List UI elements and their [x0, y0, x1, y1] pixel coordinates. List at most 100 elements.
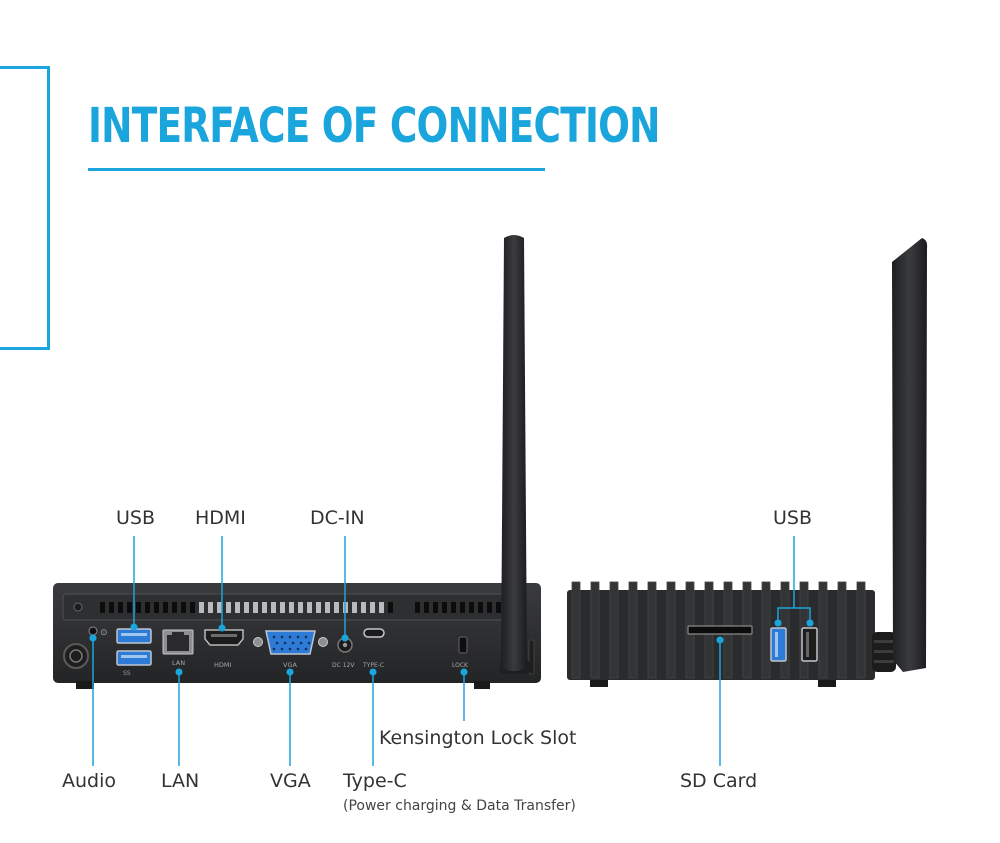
vent-slot [433, 602, 438, 613]
vent-slot [325, 602, 330, 613]
vga-screw-right [318, 637, 328, 647]
dc-print: DC 12V [332, 662, 355, 669]
vga-pin [304, 635, 308, 639]
vent-slot [415, 602, 420, 613]
vent-slot [451, 602, 456, 613]
heatsink-fin [647, 581, 657, 679]
vent-slot [271, 602, 276, 613]
vent-slot [478, 602, 483, 613]
vga-port [265, 630, 316, 655]
vent-slot [442, 602, 447, 613]
type-c-port [363, 628, 385, 638]
vga-pin [272, 635, 276, 639]
vga-pin [307, 641, 311, 645]
heatsink-fin [837, 581, 847, 679]
vent-slot [118, 602, 123, 613]
vent-slot [145, 602, 150, 613]
title-underline [88, 168, 545, 171]
vent-slot [181, 602, 186, 613]
decorative-frame-bracket [0, 66, 50, 350]
side-panel-device [567, 581, 896, 687]
vent-slot [280, 602, 285, 613]
lock-print: LOCK [452, 662, 469, 669]
vga-pins [272, 635, 311, 651]
vent-slot [307, 602, 312, 613]
vent-slot [352, 602, 357, 613]
callout-usb-side: USB [773, 507, 813, 529]
headphone-icon: ⊙ [100, 628, 108, 638]
page-title: INTERFACE OF CONNECTION [88, 98, 660, 154]
vent-slot [127, 602, 132, 613]
callout-type-c-note: (Power charging & Data Transfer) [343, 798, 576, 814]
vga-print: VGA [283, 661, 297, 669]
power-button [63, 643, 89, 669]
hdmi-port [204, 629, 244, 646]
vga-pin [288, 635, 292, 639]
callout-usb-rear: USB [116, 507, 156, 529]
rear-antenna-blade [501, 235, 527, 671]
vent-slot [217, 602, 222, 613]
typec-print: TYPE-C [362, 662, 384, 669]
vga-pin [280, 635, 284, 639]
vent-slot [235, 602, 240, 613]
callout-hdmi: HDMI [195, 507, 246, 529]
heatsink-fin [666, 581, 676, 679]
vent-slot [244, 602, 249, 613]
side-device-body [567, 590, 875, 680]
vent-slot [100, 602, 105, 613]
vent-slot [154, 602, 159, 613]
vga-pin [299, 641, 303, 645]
ss-print: SS [123, 670, 131, 677]
audio-jack-port [88, 626, 98, 636]
vent-slot [496, 602, 501, 613]
callout-dc-in: DC-IN [310, 507, 365, 529]
vent-slot [163, 602, 168, 613]
vent-slot [361, 602, 366, 613]
vent-slot [136, 602, 141, 613]
vga-pin [272, 647, 276, 651]
vent-slot [424, 602, 429, 613]
heatsink-fin [628, 581, 638, 679]
kensington-lock-port [458, 636, 468, 654]
callout-lines [89, 536, 814, 766]
rear-ports: ⊙ SS LAN HDMI VGA DC 12V TYPE-C LOCK [63, 626, 535, 677]
callout-audio: Audio [62, 770, 117, 792]
side-antenna-hinge [872, 632, 896, 672]
vent-slot [460, 602, 465, 613]
vent-slot [172, 602, 177, 613]
vent-slot [109, 602, 114, 613]
vent-slot [262, 602, 267, 613]
callout-vga: VGA [270, 770, 311, 792]
heatsink-fin [609, 581, 619, 679]
vent-slot [199, 602, 204, 613]
sd-card-slot [687, 625, 753, 635]
hdmi-print: HDMI [214, 661, 232, 669]
vga-screw-left [253, 637, 263, 647]
callout-lan: LAN [161, 770, 200, 792]
vent-slot [226, 602, 231, 613]
rear-screw [73, 602, 83, 612]
vent-slot [487, 602, 492, 613]
heatsink-fin [856, 581, 866, 679]
vent-slot [208, 602, 213, 613]
heatsink-fin [761, 581, 771, 679]
vent-slot [334, 602, 339, 613]
vga-pin [304, 647, 308, 651]
side-usb-port-blue [770, 627, 787, 662]
vga-pin [288, 647, 292, 651]
lan-print: LAN [172, 659, 185, 667]
vent-slot [469, 602, 474, 613]
heatsink-fin [818, 581, 828, 679]
vga-pin [296, 635, 300, 639]
vga-pin [296, 647, 300, 651]
callout-kensington: Kensington Lock Slot [379, 727, 577, 749]
rear-device-foot-right [474, 681, 490, 689]
rear-antenna [500, 235, 530, 674]
rear-device-foot-left [76, 681, 94, 689]
vga-pin [291, 641, 295, 645]
vent-slot [298, 602, 303, 613]
heatsink-fin [571, 581, 581, 679]
vent-slot [253, 602, 258, 613]
side-antenna-blade [892, 238, 928, 672]
